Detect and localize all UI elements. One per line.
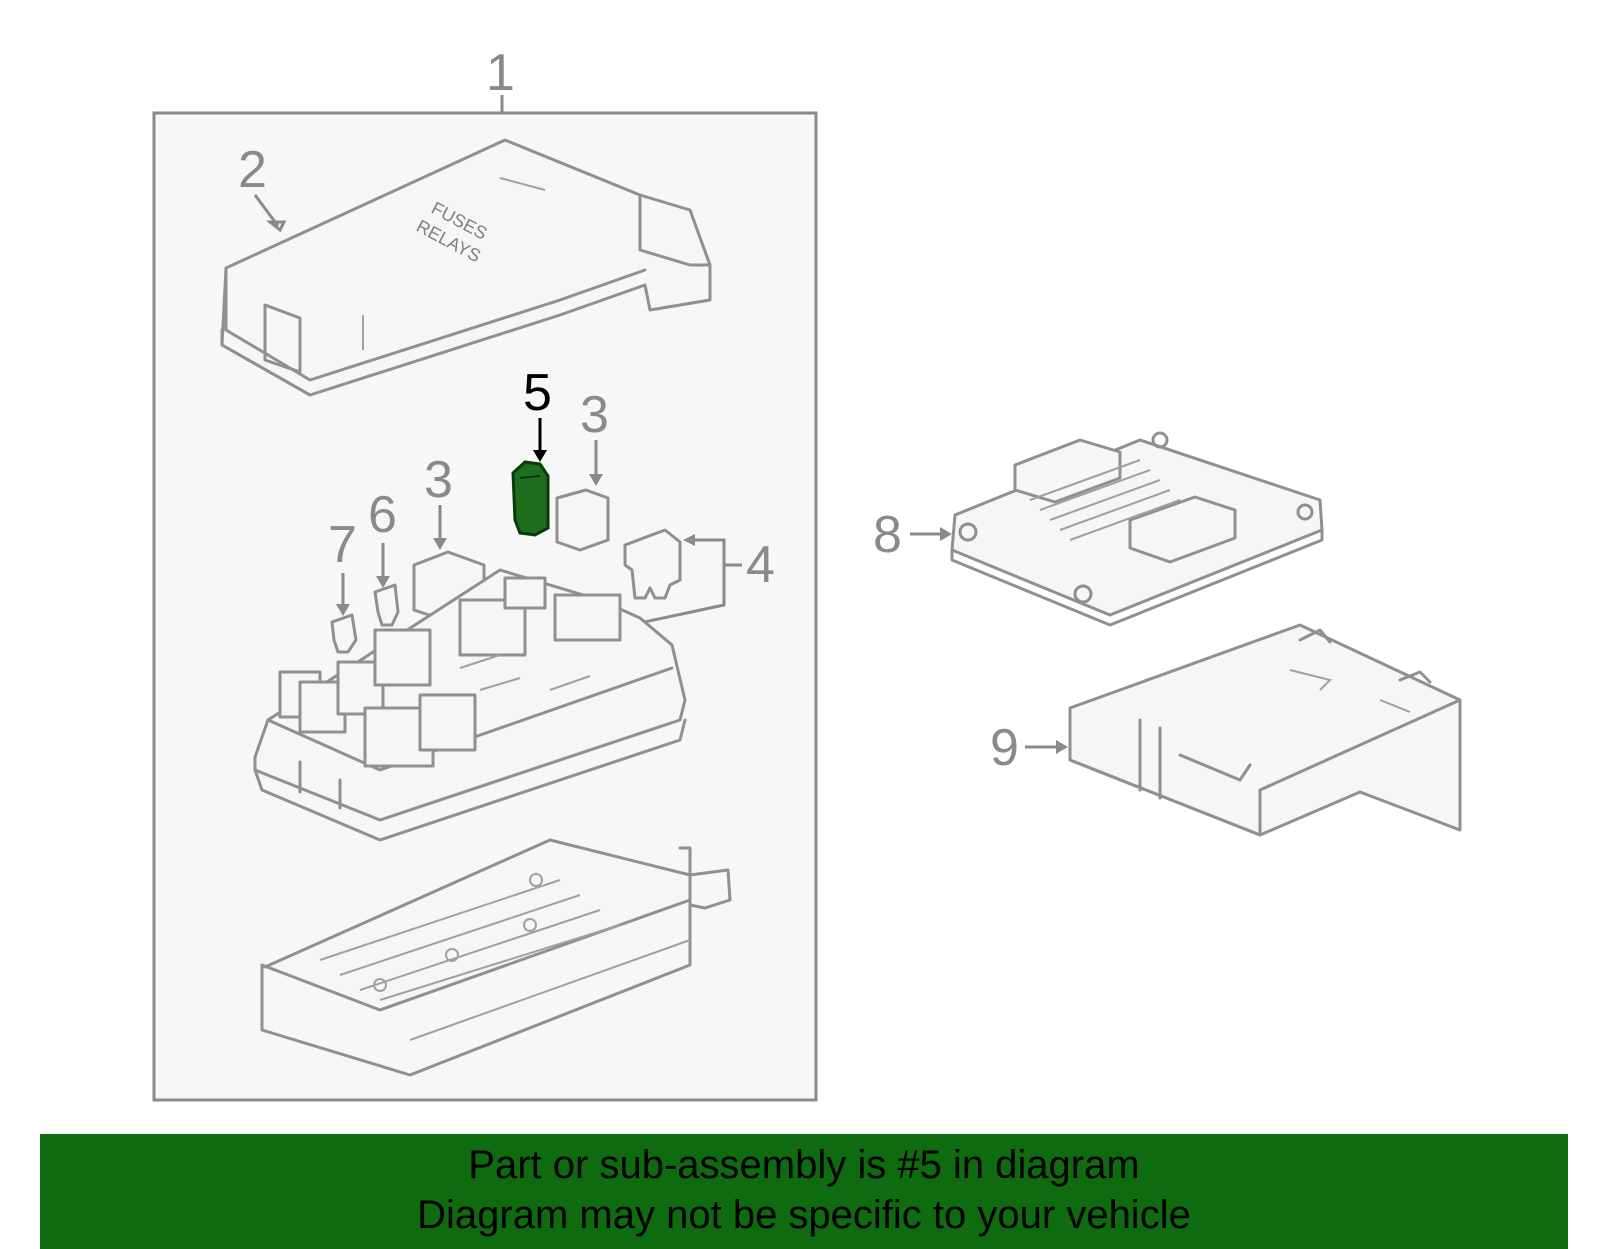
callout-3-left[interactable]: 3 [424, 451, 453, 509]
lower-housing[interactable] [260, 838, 732, 1077]
callout-2[interactable]: 2 [238, 141, 267, 199]
fuse-4[interactable] [623, 528, 682, 600]
callout-1[interactable]: 1 [486, 44, 515, 102]
fuse-box-cover[interactable]: FUSES RELAYS [220, 138, 712, 397]
callout-8[interactable]: 8 [873, 506, 902, 564]
info-banner: Part or sub-assembly is #5 in diagram Di… [40, 1134, 1568, 1249]
callout-3-right[interactable]: 3 [580, 386, 609, 444]
highlighted-part-5[interactable] [511, 460, 550, 537]
callout-4[interactable]: 4 [746, 536, 775, 594]
callout-6[interactable]: 6 [368, 486, 397, 544]
control-module-8[interactable] [950, 431, 1324, 627]
callout-5[interactable]: 5 [523, 364, 552, 422]
module-bracket-9[interactable] [1068, 623, 1462, 837]
fuse-6[interactable] [373, 583, 400, 627]
callout-7[interactable]: 7 [328, 516, 357, 574]
banner-line-2: Diagram may not be specific to your vehi… [417, 1193, 1191, 1237]
banner-line-1: Part or sub-assembly is #5 in diagram [468, 1143, 1140, 1187]
relay-right[interactable] [555, 488, 610, 552]
fuse-7[interactable] [330, 613, 358, 654]
fuse-block-body[interactable] [253, 568, 687, 842]
callout-9[interactable]: 9 [990, 719, 1019, 777]
